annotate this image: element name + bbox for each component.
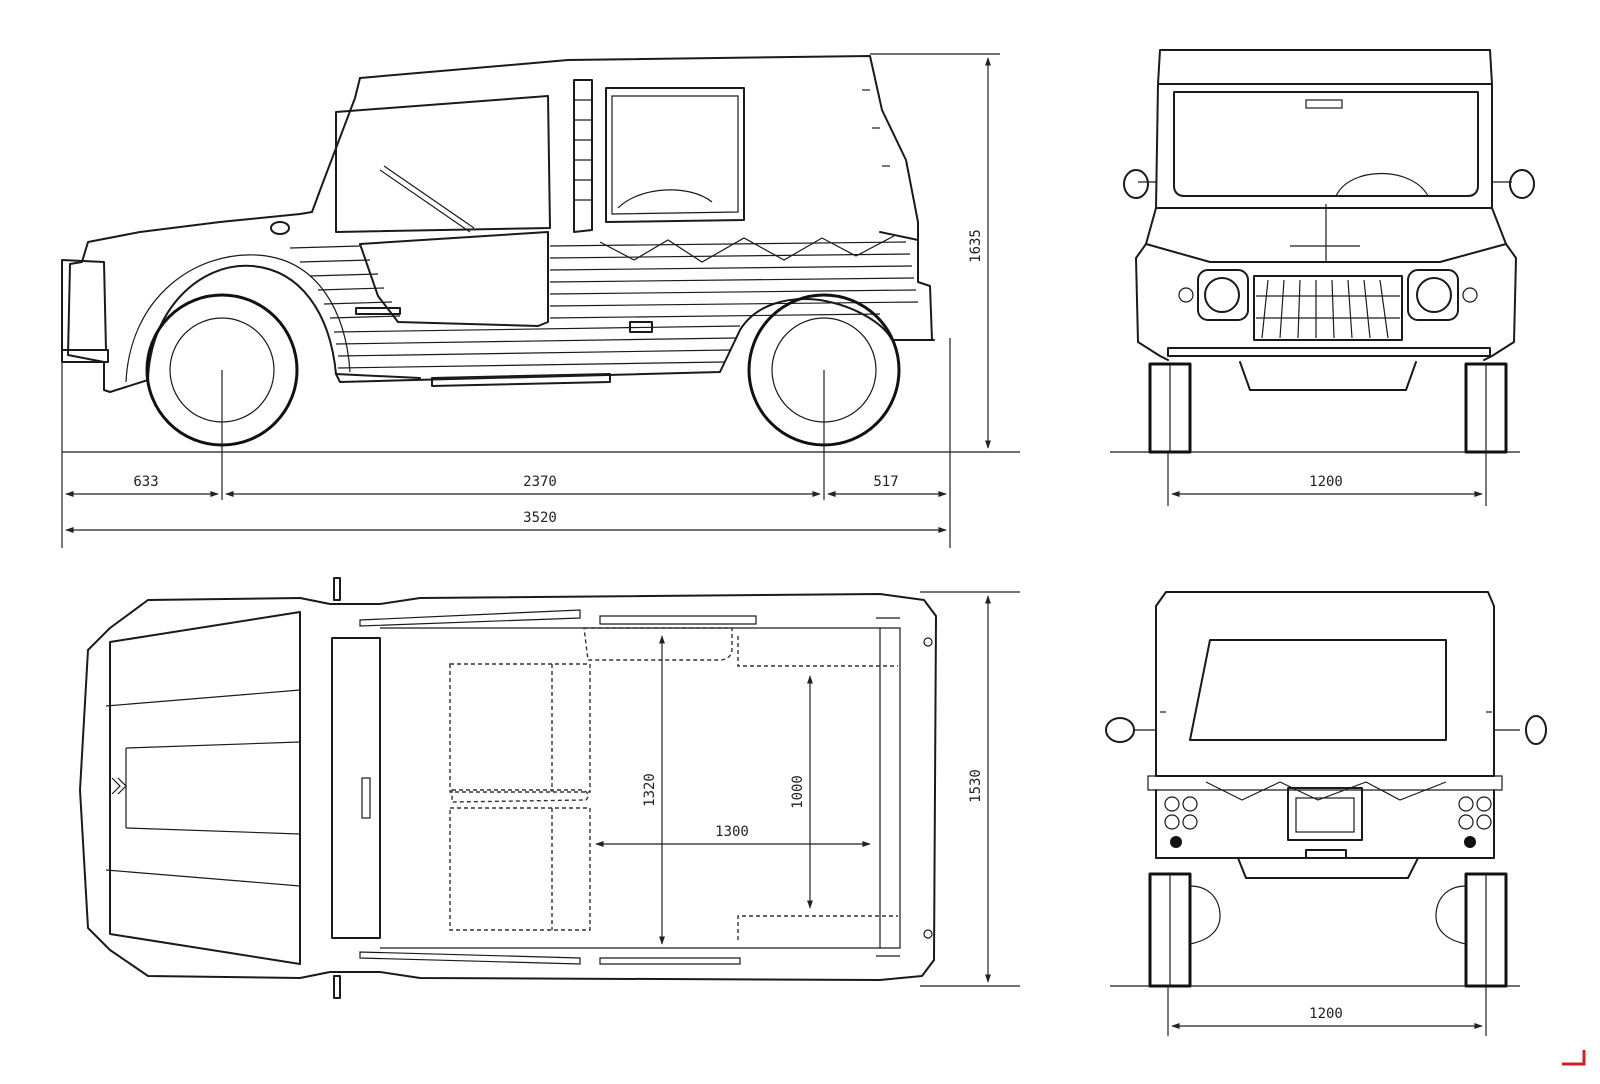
rear-dimensions: 1200 [1167,986,1487,1036]
dim-overall-length: 3520 [523,510,557,526]
dim-wheelbase: 2370 [523,474,557,490]
grille-bars [1256,279,1400,339]
dim-front-overhang: 633 [133,474,158,490]
front-view [1110,49,1535,454]
corner-bracket-icon [1562,1050,1586,1066]
dim-rear-track: 1200 [1309,1006,1343,1022]
front-dimensions: 1200 [1167,452,1487,506]
body-ribs [289,99,919,369]
top-view [79,577,937,999]
rear-view [1105,591,1547,988]
dim-interior-width: 1320 [642,773,658,807]
dim-front-track: 1200 [1309,474,1343,490]
dim-overall-width: 1530 [968,769,984,803]
dim-cargo-length: 1300 [715,824,749,840]
side-view [61,55,1020,453]
top-dimensions: 1320 1000 1300 1530 [595,591,1020,987]
dim-rear-overhang: 517 [873,474,898,490]
dim-rear-seat-width: 1000 [790,775,806,809]
side-dimensions: 633 2370 517 3520 1635 [61,53,1000,548]
dim-overall-height: 1635 [968,229,984,263]
